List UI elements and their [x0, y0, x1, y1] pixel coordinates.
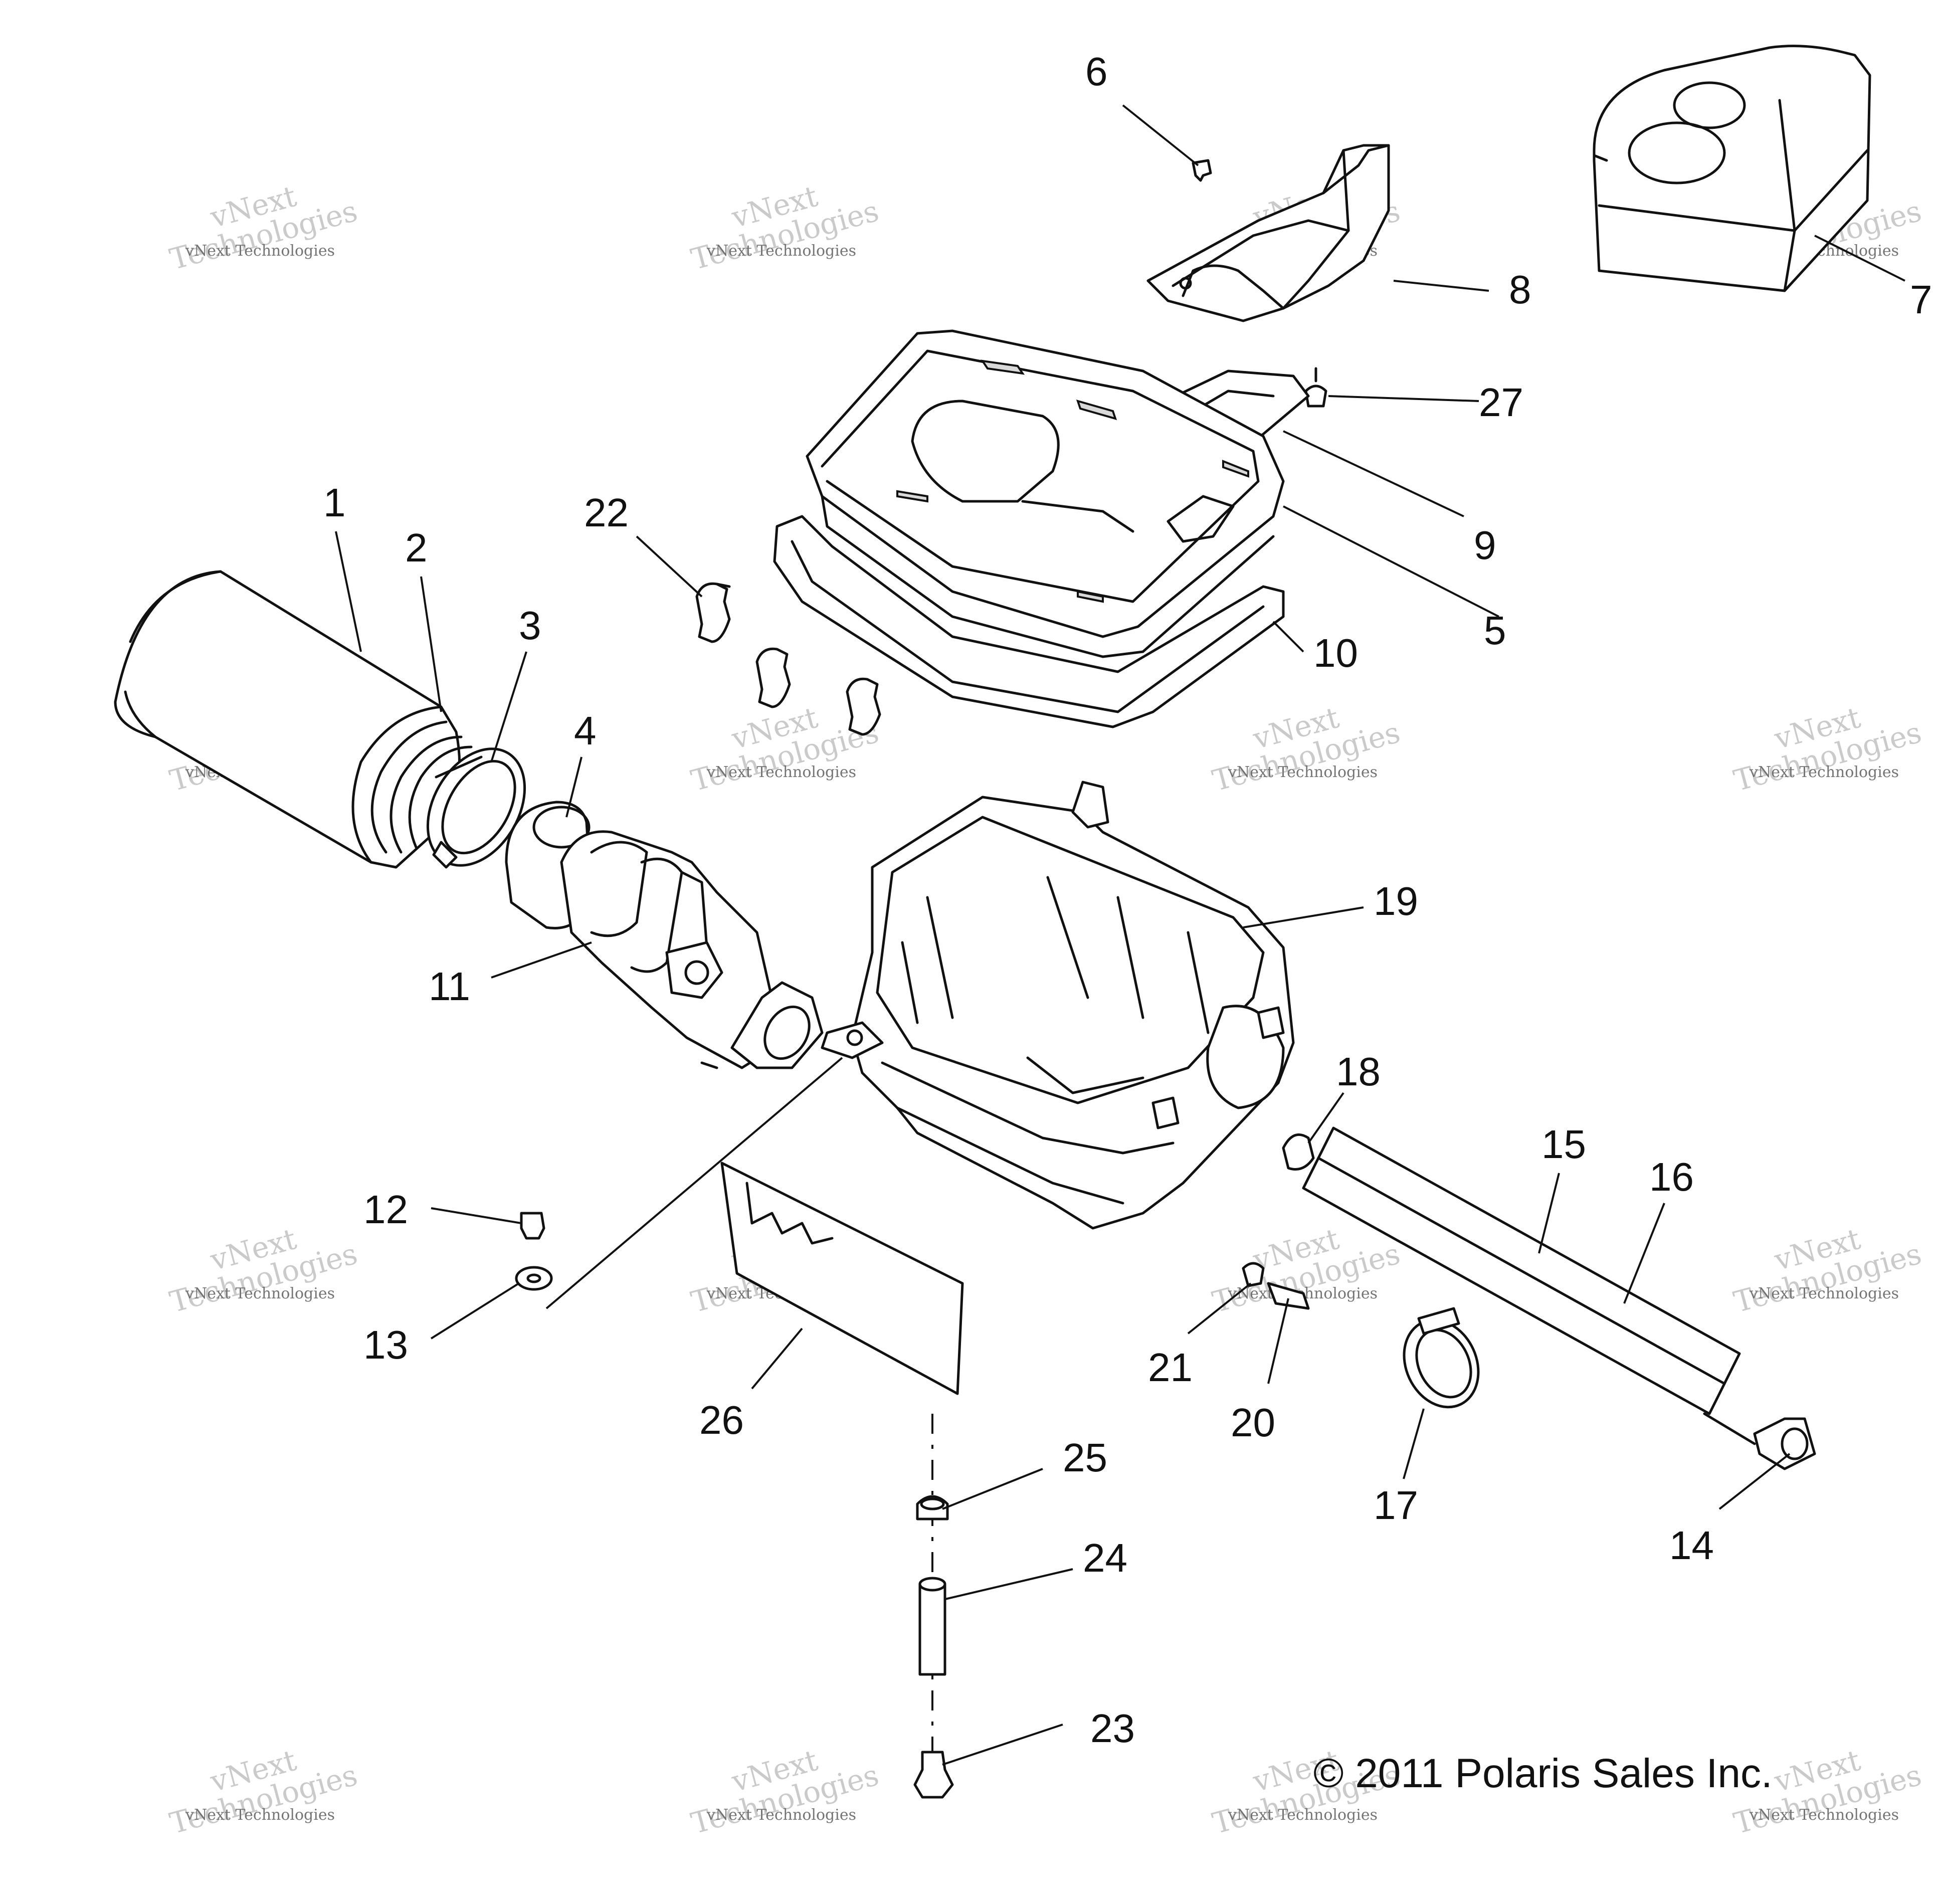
- callout-25: 25: [1063, 1435, 1107, 1480]
- watermark: Technologies vNext vNext Technologies: [166, 1743, 361, 1841]
- watermark: Technologies vNext vNext Technologies: [166, 179, 361, 277]
- callout-1: 1: [323, 480, 346, 525]
- leader-lines: [335, 104, 1905, 1766]
- part-22-clips[interactable]: [695, 582, 881, 736]
- watermark-text: vNext Technologies: [1749, 764, 1899, 781]
- callout-15: 15: [1541, 1122, 1586, 1167]
- watermark-text: vNext Technologies: [1228, 1806, 1378, 1824]
- callout-6: 6: [1085, 49, 1108, 94]
- callout-7: 7: [1910, 277, 1932, 322]
- part-26-label-plate[interactable]: [720, 1162, 964, 1395]
- part-8-inlet-duct[interactable]: [1146, 144, 1390, 322]
- callout-16: 16: [1649, 1155, 1694, 1199]
- callout-14: 14: [1669, 1523, 1714, 1568]
- watermark: Technologies vNext vNext Technologies: [688, 1743, 882, 1841]
- watermark-text: vNext Technologies: [185, 242, 335, 260]
- part-10-gasket[interactable]: [773, 515, 1285, 728]
- part-24-hose[interactable]: [918, 1577, 946, 1676]
- part-20-fitting[interactable]: [1267, 1282, 1310, 1310]
- part-5-airbox-cover[interactable]: [806, 329, 1285, 658]
- part-23-check-valve[interactable]: [913, 1751, 954, 1799]
- callout-8: 8: [1509, 267, 1531, 312]
- part-14-drain-valve[interactable]: [1753, 1417, 1816, 1470]
- callout-26: 26: [699, 1398, 744, 1442]
- watermark-text: vNext Technologies: [706, 1806, 856, 1824]
- part-2-filter-band[interactable]: [390, 735, 473, 854]
- watermark: Technologies vNext vNext Technologies: [1730, 700, 1925, 798]
- callout-20: 20: [1231, 1400, 1275, 1445]
- part-1-air-filter[interactable]: [114, 570, 461, 869]
- watermark: Technologies vNext vNext Technologies: [166, 1222, 361, 1319]
- callout-2: 2: [405, 525, 428, 570]
- part-19-airbox-base[interactable]: [821, 781, 1295, 1230]
- watermark: Technologies vNext vNext Technologies: [1209, 700, 1404, 798]
- part-27-push-rivet[interactable]: [1304, 367, 1327, 408]
- part-25-clamp[interactable]: [916, 1495, 949, 1520]
- part-17-hose-clamp[interactable]: [1391, 1307, 1492, 1419]
- callout-18: 18: [1336, 1049, 1381, 1094]
- part-3-clamp[interactable]: [408, 731, 544, 883]
- callout-24: 24: [1083, 1536, 1127, 1580]
- part-21-clip[interactable]: [1242, 1262, 1265, 1287]
- watermark: Technologies vNext vNext Technologies: [1730, 1222, 1925, 1319]
- callout-3: 3: [519, 603, 541, 648]
- callout-19: 19: [1374, 879, 1418, 923]
- watermark-text: vNext Technologies: [1749, 1285, 1899, 1302]
- callout-4: 4: [574, 708, 597, 753]
- watermark-text: vNext Technologies: [706, 242, 856, 260]
- part-12-screw[interactable]: [520, 1212, 545, 1240]
- watermark-text: vNext Technologies: [1749, 1806, 1899, 1824]
- callout-5: 5: [1484, 608, 1506, 653]
- callout-17: 17: [1374, 1483, 1418, 1528]
- part-16-sleeve: [1703, 1412, 1756, 1445]
- callout-13: 13: [363, 1322, 408, 1367]
- part-7-foam-block[interactable]: [1593, 45, 1871, 292]
- watermark-text: vNext Technologies: [1228, 764, 1378, 781]
- watermark: Technologies vNext vNext Technologies: [688, 179, 882, 277]
- callout-27: 27: [1479, 380, 1523, 425]
- callout-11: 11: [429, 964, 470, 1009]
- callout-9: 9: [1474, 523, 1496, 567]
- watermark-text: vNext Technologies: [185, 1285, 335, 1302]
- callout-labels: 1 2 3 4 5 6 7 8 9 10 11 12 13 14 15 16 1…: [323, 49, 1932, 1751]
- watermark-text: vNext Technologies: [185, 1806, 335, 1824]
- callout-12: 12: [363, 1187, 408, 1232]
- callout-22: 22: [584, 490, 629, 535]
- part-11-intake-boot[interactable]: [560, 830, 824, 1069]
- callout-21: 21: [1148, 1345, 1193, 1390]
- part-15-drain-tube[interactable]: [1302, 1126, 1741, 1415]
- copyright-notice: © 2011 Polaris Sales Inc.: [1313, 1751, 1773, 1796]
- callout-23: 23: [1090, 1706, 1135, 1751]
- part-13-washer[interactable]: [515, 1266, 553, 1291]
- watermark-text: vNext Technologies: [706, 764, 856, 781]
- callout-10: 10: [1313, 631, 1358, 675]
- part-18-cap[interactable]: [1282, 1133, 1315, 1171]
